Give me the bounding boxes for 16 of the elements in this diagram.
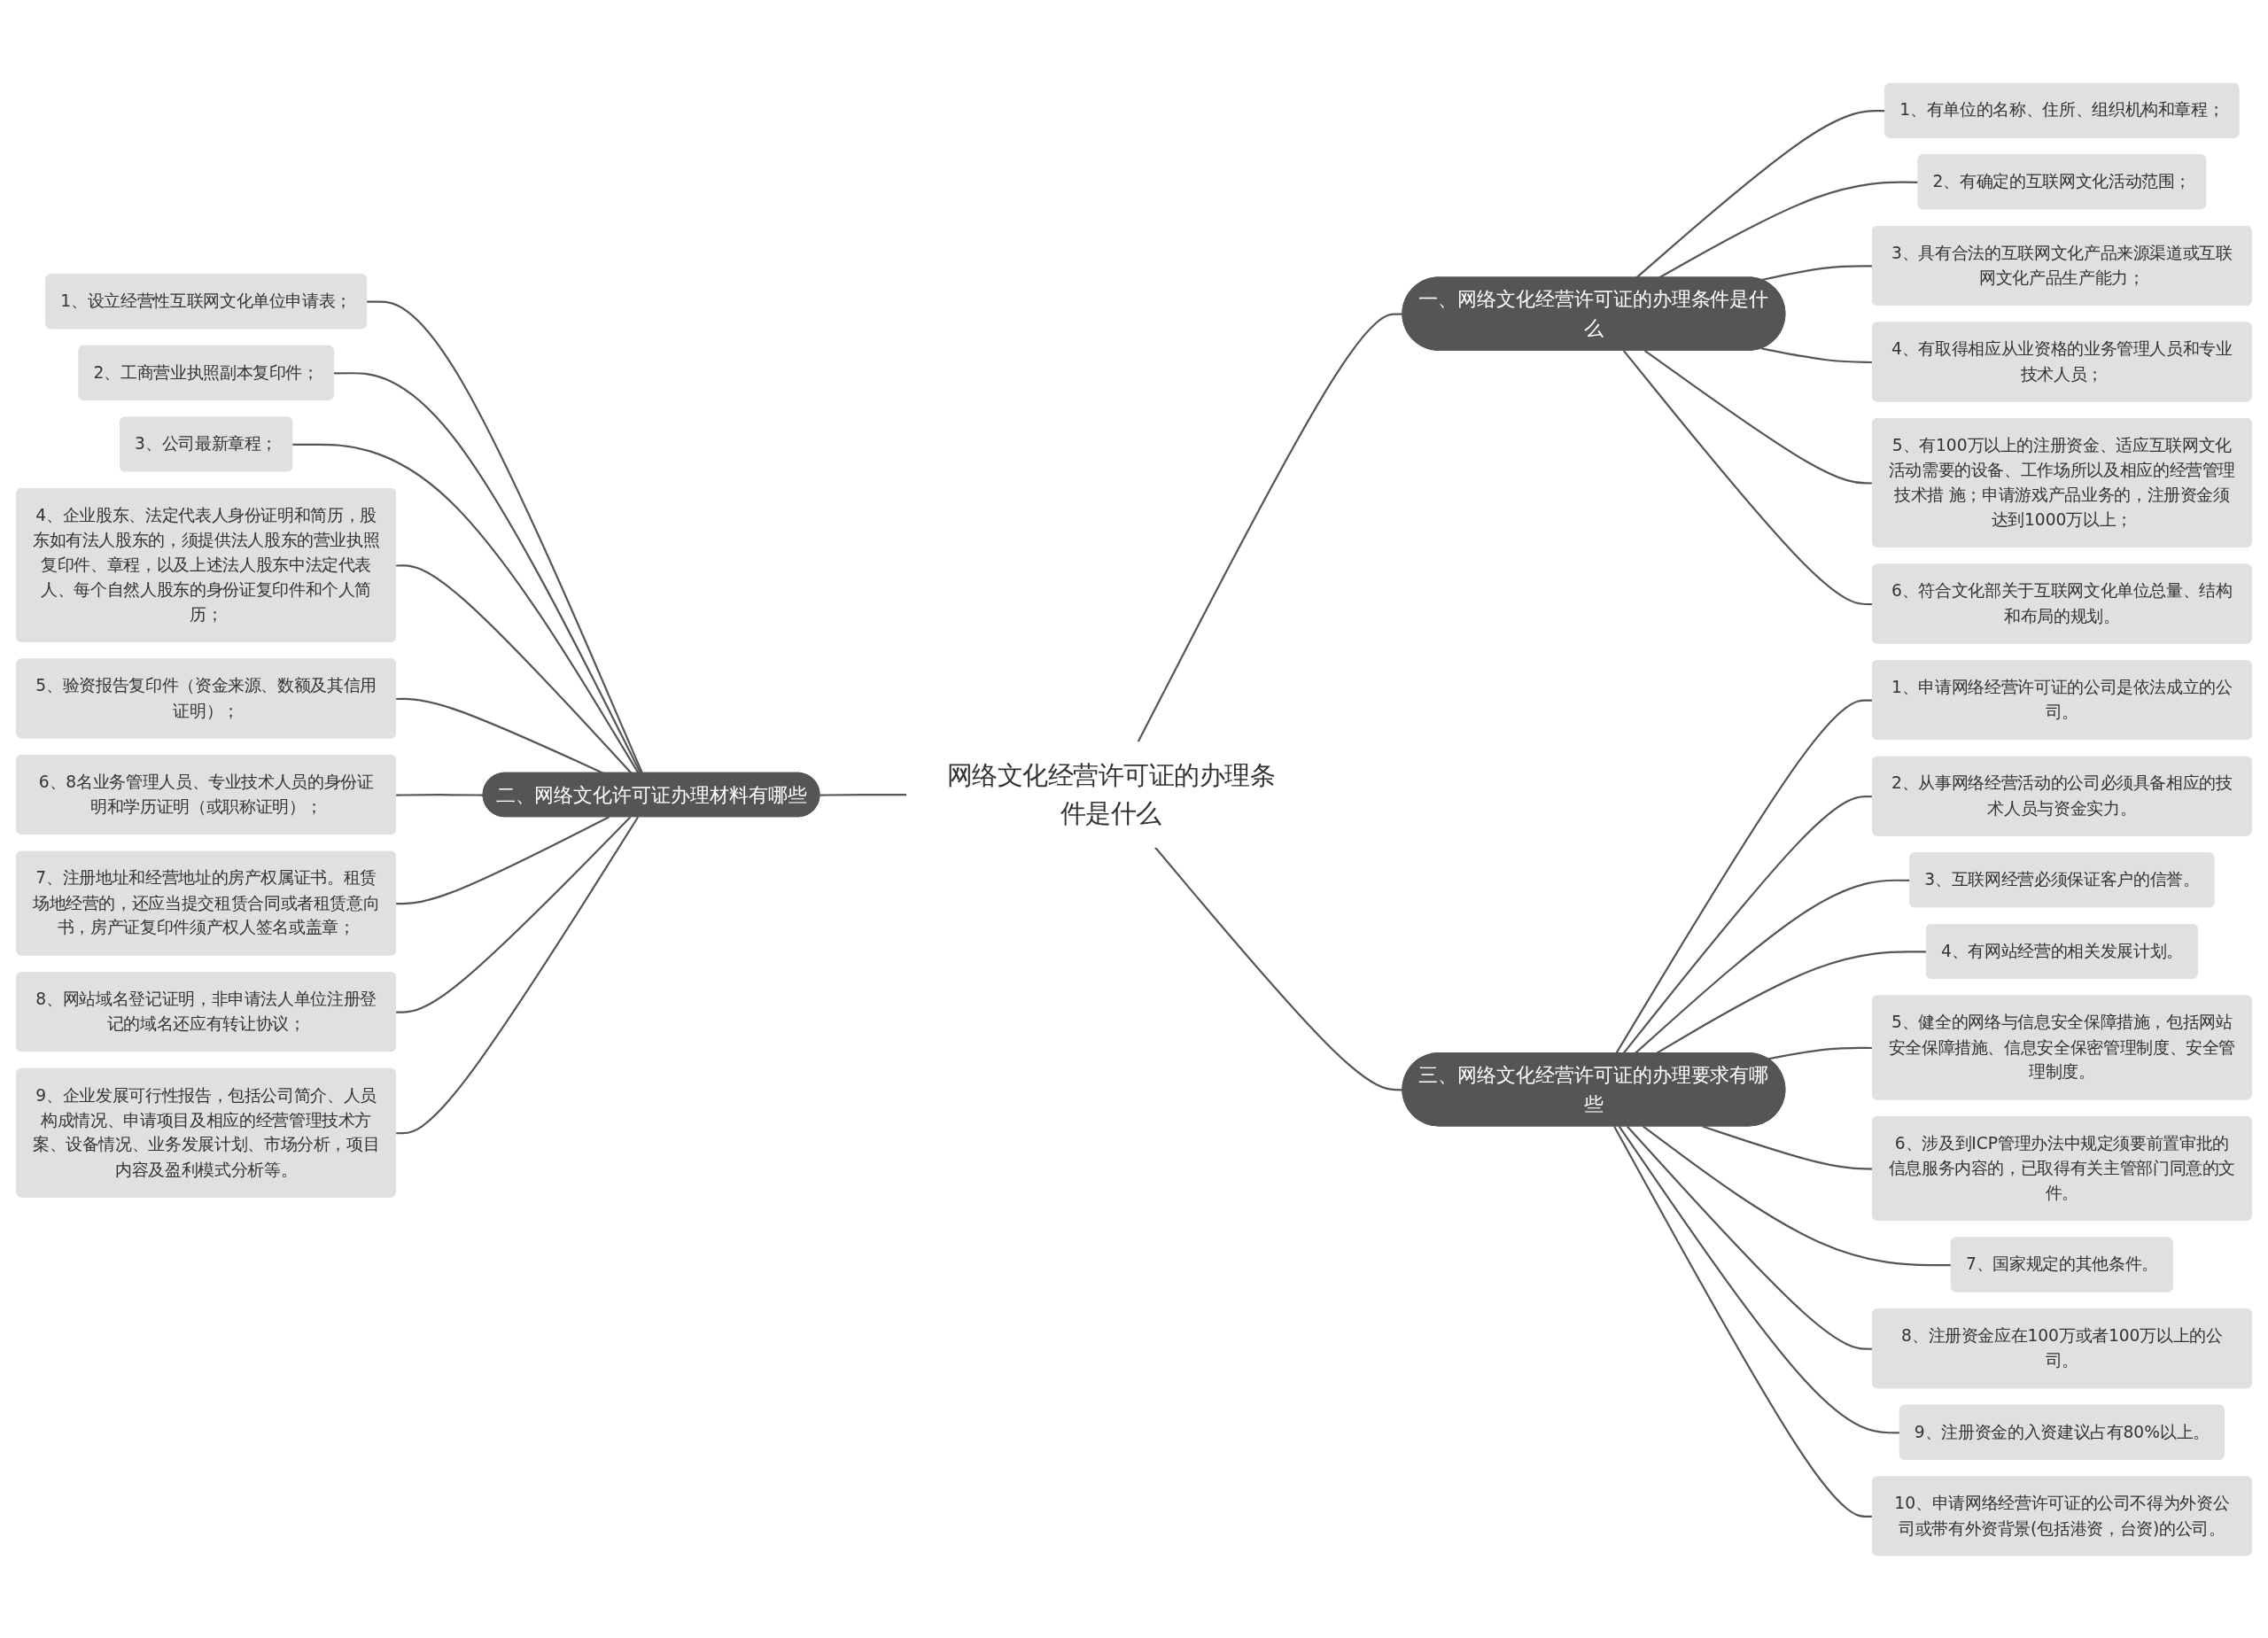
connector <box>396 793 484 796</box>
connector <box>1655 950 1927 1054</box>
connector <box>396 816 640 1134</box>
connector <box>333 371 642 773</box>
connector <box>1642 1125 1952 1266</box>
connector <box>396 815 610 904</box>
mind-map-drawing: 网络文化经营许可证的办理条件是什么 一、网络文化经营许可证的办理条件是什么 1、有单位的名称、住所、组织机构和章程； 2、有确定的互联网文化活动范围； 3、具有合法的互联网文化产品来源渠道或互联网文化产品生产能力； 4、有取得相应从业资格的业务管理人员和专业技术人员； 5、有100万以上的注册资金、适应互联网文化活动需要的设备、工作场所以及相应的经营管理技术措 施；申请游戏产品业务的，注册资金须达到1000万以上； 6、符合文化部关于互联网文化单位总量、结构和布局的规划。 二、网络文化许可证办理材料有哪些 1、设立经营性互联网文化单位申请表； 2、工商营业执照副本复印件； 3、公司最新章程； 4、企业股东、法定代表人身份证明和简历，股东如有法人股东的，须提供法人股东的营业执照复印件、章程，以及上述法人股东中法定代表人、每个自然人股东的身份证复印件和个人简历； 5、验资报告复印件（资金来源、数额及其信用证明）； 6、8名业务管理人员、专业技术人员的身份证明和学历证明（或职称证明）； 7、注册地址和经营地址的房产权属证书。租赁场地经营的，还应当提交租赁合同或者租赁意向书，房产证复印件须产权人签名或盖章； 8、网站域名登记证明，非申请法人单位注册登记的域名还应有转让协议； 9、企业发展可行性报告，包括公司简介、人员构成情况、申请项目及相应的经营管理技术方案、设备情况、业务发展计划、市场分析，项目内容及盈利模式分析等。 三、网络文化经营许可证的办理要求有哪些 1、申请网络经营许可证的公司是依法成立的公司。 2、从事网络经营活动的公司必须具备相应的技术人员与资金实力。 3、互联网经营必须保证客户的信誉。 4、有网站经营的相关发展计划。 5、健全的网络与信息安全保障措施，包括网站安全保障措施、信息安全保密管理制度、安全管理制度。 6、涉及到ICP管理办法中规定须要前置审批的信息服务内容的，已取得有关主管部门同意的文件。 7、国家规定的其他条件。 8、注册资金应在100万或者100万以上的公司。 9、注册资金的入资建议占有80%以上。 10、申请网络经营许可证的公司不得为外资公司或带有外资背景(包括港资，台资)的公司。 <box>9 8 2259 1630</box>
connector <box>292 443 640 773</box>
connector <box>1153 846 1403 1091</box>
connector <box>1137 313 1403 742</box>
connector <box>367 300 644 773</box>
connector <box>396 816 632 1013</box>
connector <box>1618 1125 1900 1433</box>
connector <box>819 793 907 796</box>
connector <box>1658 181 1919 278</box>
node-text: 网络文化经营许可证的办理条件是什么 <box>946 760 1276 827</box>
